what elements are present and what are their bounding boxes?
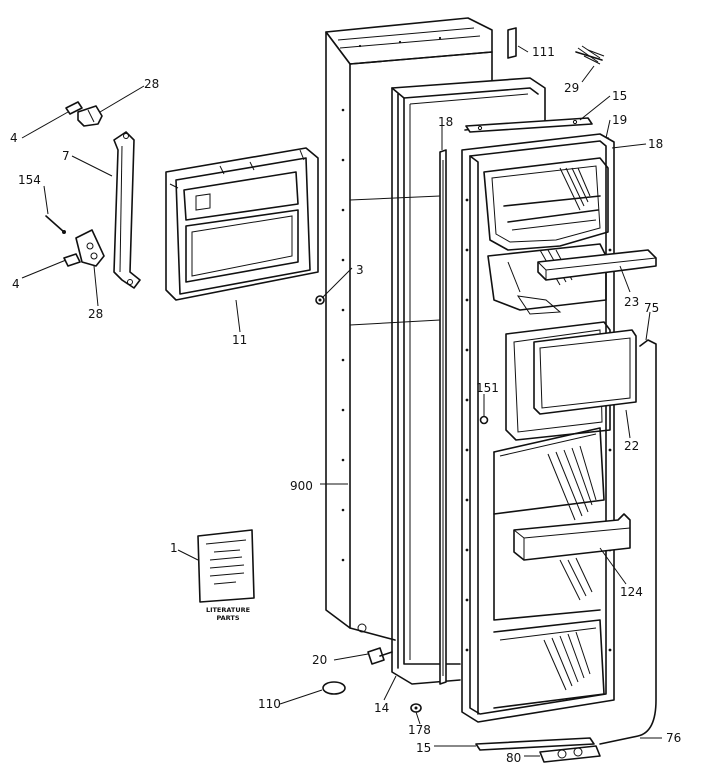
label-15-bottom: 15	[416, 741, 431, 755]
part-28-top	[77, 105, 103, 127]
label-19: 19	[612, 113, 627, 127]
label-75: 75	[644, 301, 659, 315]
literature-label-line2: PARTS	[216, 614, 239, 622]
part-111-clip	[507, 27, 517, 59]
bottom-hinge-80	[539, 745, 601, 763]
breaker-strip-left	[439, 149, 447, 685]
label-22: 22	[624, 439, 639, 453]
label-4-bottom: 4	[12, 277, 20, 291]
part-151-screw	[479, 415, 489, 425]
label-11: 11	[232, 333, 247, 347]
label-18-right: 18	[648, 137, 663, 151]
part-110-cap	[322, 681, 346, 695]
shelf-bar-23	[537, 249, 657, 281]
part-4-bottom	[63, 253, 81, 267]
label-18-left: 18	[438, 115, 453, 129]
part-29-brush	[575, 45, 605, 65]
lower-shelf-124	[513, 513, 631, 561]
label-15-top: 15	[612, 89, 627, 103]
part-number-labels: 111 29 28 4 7 154 4 28 11 3 18 15 19 18 …	[10, 45, 681, 765]
outer-door-panel	[325, 17, 493, 641]
label-154: 154	[18, 173, 41, 187]
literature-booklet: LITERATURE PARTS	[197, 529, 255, 622]
part-178-washer	[410, 703, 422, 713]
leader-lines	[21, 45, 662, 757]
inner-door-liner	[461, 133, 615, 723]
part-28-bottom	[75, 229, 105, 267]
door-gasket-frame	[391, 77, 546, 685]
label-151: 151	[476, 381, 499, 395]
label-900: 900	[290, 479, 313, 493]
label-80: 80	[506, 751, 521, 765]
label-23: 23	[624, 295, 639, 309]
dispenser-cover-22	[533, 329, 637, 415]
label-20: 20	[312, 653, 327, 667]
label-29: 29	[564, 81, 579, 95]
part-4-top	[65, 101, 83, 115]
wire-harness	[599, 339, 657, 745]
label-76: 76	[666, 731, 681, 745]
label-28-top: 28	[144, 77, 159, 91]
label-4-top: 4	[10, 131, 18, 145]
label-111: 111	[532, 45, 555, 59]
label-14: 14	[374, 701, 389, 715]
dispenser-panel-11	[165, 147, 319, 301]
door-handle-7	[113, 131, 141, 289]
label-178: 178	[408, 723, 431, 737]
label-110: 110	[258, 697, 281, 711]
part-154-screw	[45, 215, 66, 234]
top-trim-strip	[465, 117, 593, 133]
label-124: 124	[620, 585, 643, 599]
part-20-bolt	[367, 647, 393, 665]
literature-label-line1: LITERATURE	[206, 606, 250, 614]
label-1: 1	[170, 541, 178, 555]
label-3: 3	[356, 263, 364, 277]
bottom-trim-strip	[475, 737, 595, 751]
label-28-bottom: 28	[88, 307, 103, 321]
label-7: 7	[62, 149, 70, 163]
